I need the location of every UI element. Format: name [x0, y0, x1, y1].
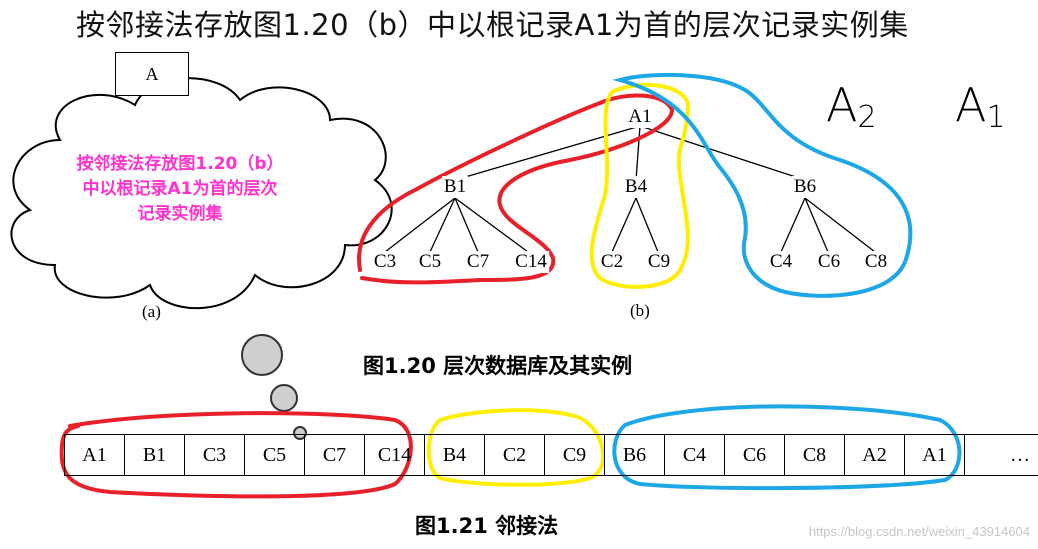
tree-node-b4: B4 [622, 176, 650, 198]
cloud-line: 记录实例集 [137, 204, 223, 224]
sequence-cell: C2 [485, 435, 545, 475]
sequence-cell: C3 [185, 435, 245, 475]
yellow-annotation-sequence [426, 408, 606, 487]
figure-caption-1-21: 图1.21 邻接法 [415, 514, 559, 538]
subfigure-label-b: (b) [630, 301, 650, 320]
watermark: https://blog.csdn.net/weixin_43914604 [808, 524, 1030, 539]
sequence-cell: A2 [845, 435, 905, 475]
sequence-cell: B4 [425, 435, 485, 475]
red-annotation-sequence [59, 411, 413, 499]
sequence-cell: C14 [365, 435, 425, 475]
tree-node-root: A1 [626, 106, 654, 128]
tree-node-c3: C3 [371, 251, 399, 273]
page-title: 按邻接法存放图1.20（b）中以根记录A1为首的层次记录实例集 [76, 8, 909, 42]
figure-caption-1-20: 图1.20 层次数据库及其实例 [363, 354, 633, 378]
blue-annotation-tree [612, 72, 913, 298]
sequence-cell: B6 [605, 435, 665, 475]
tree-node-b6: B6 [791, 176, 819, 198]
cloud-line: 按邻接法存放图1.20（b） [76, 154, 284, 174]
sequence-cell: C8 [785, 435, 845, 475]
handwritten-a2: A2 [826, 78, 877, 135]
tree-node-c2: C2 [598, 251, 626, 273]
cloud-text: 按邻接法存放图1.20（b） 中以根记录A1为首的层次 记录实例集 [50, 152, 310, 227]
thought-cloud [10, 77, 393, 310]
record-box-a: A [115, 52, 189, 96]
sequence-cell: A1 [905, 435, 965, 475]
sequence-cell: B1 [125, 435, 185, 475]
sequence-cell: C6 [725, 435, 785, 475]
blue-annotation-sequence [612, 404, 962, 491]
tree-node-b1: B1 [441, 176, 469, 198]
sequence-cell: C4 [665, 435, 725, 475]
tree-node-c8: C8 [862, 251, 890, 273]
yellow-annotation-tree [589, 82, 690, 289]
sequence-cell: C7 [305, 435, 365, 475]
sequence-cell: C5 [245, 435, 305, 475]
tree-node-c14: C14 [513, 251, 549, 273]
tree-node-c9: C9 [645, 251, 673, 273]
tree-node-c7: C7 [464, 251, 492, 273]
thought-bubbles [241, 334, 307, 440]
red-annotation-tree [357, 93, 675, 285]
subfigure-label-a: (a) [142, 302, 161, 321]
tree-node-c5: C5 [416, 251, 444, 273]
tree-edges [384, 125, 876, 253]
sequence-cell: C9 [545, 435, 605, 475]
handwritten-a1: A1 [955, 78, 1006, 135]
tree-node-c4: C4 [767, 251, 795, 273]
tree-node-c6: C6 [815, 251, 843, 273]
sequence-cell: … [1010, 444, 1030, 466]
sequence-cell: A1 [65, 435, 125, 475]
adjacency-sequence: A1 B1 C3 C5 C7 C14 B4 C2 C9 B6 C4 C6 C8 … [64, 434, 1038, 476]
cloud-line: 中以根记录A1为首的层次 [82, 179, 278, 199]
